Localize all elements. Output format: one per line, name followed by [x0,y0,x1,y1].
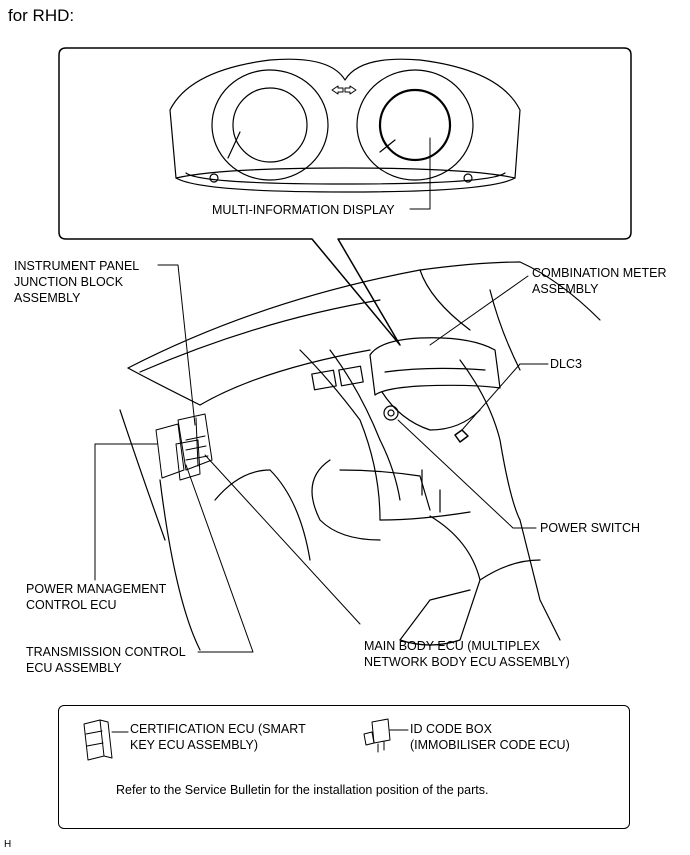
label-power-switch: POWER SWITCH [540,521,640,535]
label-combination-meter-line2: ASSEMBLY [532,282,599,296]
footer-mark: H [4,839,12,850]
label-combination-meter-line1: COMBINATION METER [532,266,667,280]
label-power-management-line2: CONTROL ECU [26,598,117,612]
legend-certification-ecu-line2: KEY ECU ASSEMBLY) [130,738,259,752]
leader-lines [94,264,549,653]
label-multi-info-display: MULTI-INFORMATION DISPLAY [212,203,395,217]
label-power-management-line1: POWER MANAGEMENT [26,582,167,596]
leader-dlc3 [461,363,549,431]
legend-certification-ecu: CERTIFICATION ECU (SMART KEY ECU ASSEMBL… [130,721,306,753]
label-transmission-ecu-line1: TRANSMISSION CONTROL [26,645,186,659]
label-transmission-ecu-line2: ECU ASSEMBLY [26,661,122,675]
label-instrument-panel-jb-line3: ASSEMBLY [14,291,81,305]
leader-instrument-panel-jb [157,264,196,426]
leader-power-management [94,443,158,581]
label-power-management-ecu: POWER MANAGEMENT CONTROL ECU [26,581,166,613]
label-combination-meter: COMBINATION METER ASSEMBLY [532,265,667,297]
label-main-body-ecu-line1: MAIN BODY ECU (MULTIPLEX [364,639,540,653]
leader-power-switch [397,419,537,529]
leader-multi-info-display [409,137,431,210]
legend-id-code-box: ID CODE BOX (IMMOBILISER CODE ECU) [410,721,570,753]
label-transmission-ecu: TRANSMISSION CONTROL ECU ASSEMBLY [26,644,186,676]
label-dlc3: DLC3 [550,357,582,371]
leader-main-body-ecu [204,454,361,625]
leader-transmission-ecu [185,464,254,653]
legend-certification-ecu-line1: CERTIFICATION ECU (SMART [130,722,306,736]
meter-callout-box [58,47,632,346]
page-title: for RHD: [8,6,75,25]
label-main-body-ecu: MAIN BODY ECU (MULTIPLEX NETWORK BODY EC… [364,638,570,670]
certification-ecu-icon [83,719,129,761]
junction-block-ecu-cluster [155,413,213,481]
dashboard-body [119,261,601,651]
label-instrument-panel-jb-line1: INSTRUMENT PANEL [14,259,140,273]
id-code-box-icon [363,718,409,753]
label-instrument-panel-jb: INSTRUMENT PANEL JUNCTION BLOCK ASSEMBLY [14,258,139,306]
legend-id-code-box-line1: ID CODE BOX [410,722,492,736]
legend-id-code-box-line2: (IMMOBILISER CODE ECU) [410,738,570,752]
label-main-body-ecu-line2: NETWORK BODY ECU ASSEMBLY) [364,655,570,669]
leader-combination-meter [429,275,529,346]
label-instrument-panel-jb-line2: JUNCTION BLOCK [14,275,124,289]
legend-note: Refer to the Service Bulletin for the in… [116,783,489,797]
legend-box [58,705,630,829]
combination-meter-enlarged [169,58,521,193]
